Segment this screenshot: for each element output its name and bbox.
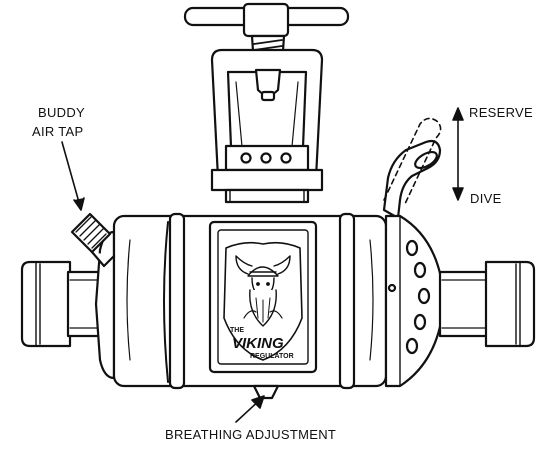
buddy-label-line2: AIR TAP	[32, 124, 83, 139]
emblem-brand: VIKING	[232, 335, 284, 352]
reserve-lever	[382, 117, 442, 220]
buddy-label-line1: BUDDY	[38, 105, 85, 120]
reserve-label: RESERVE	[469, 105, 533, 120]
viking-head-icon	[235, 255, 291, 327]
clamp-block	[210, 144, 324, 204]
breathing-adjustment-screw	[252, 384, 280, 400]
right-outlet	[438, 260, 536, 348]
emblem-the: THE	[230, 327, 244, 334]
dive-label: DIVE	[470, 191, 502, 206]
emblem-text: THE VIKING REGULATOR	[230, 327, 294, 360]
buddy-air-tap-fitting	[70, 212, 116, 268]
emblem-product: REGULATOR	[250, 353, 294, 360]
callout-arrows	[61, 107, 464, 423]
breathing-adjustment-label: BREATHING ADJUSTMENT	[165, 427, 336, 442]
callout-labels: BUDDY AIR TAP RESERVE DIVE BREATHING ADJ…	[32, 105, 533, 442]
right-end-cap	[384, 214, 446, 388]
